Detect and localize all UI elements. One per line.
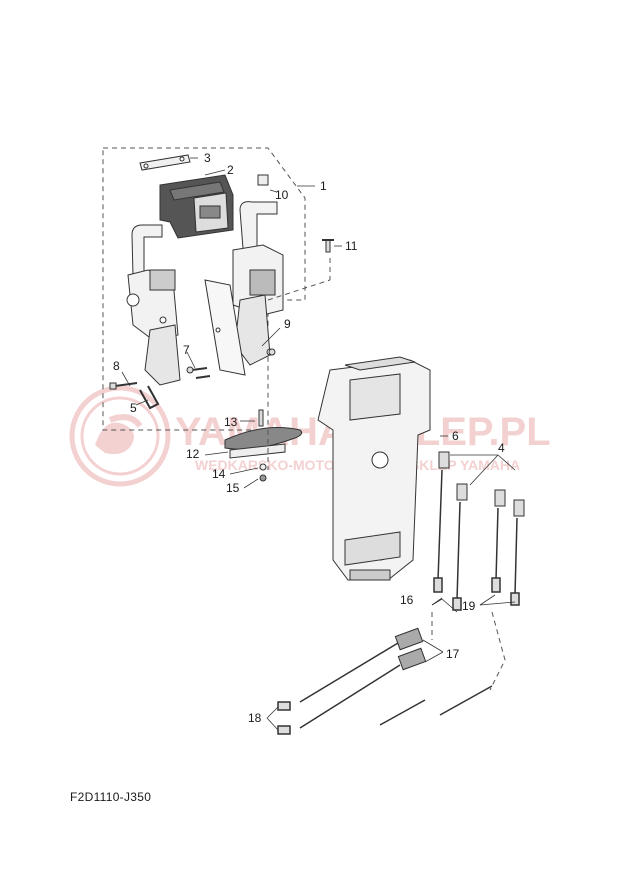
callout-16: 16 xyxy=(400,593,414,607)
callout-2: 2 xyxy=(227,163,234,177)
right-control-lever xyxy=(232,201,284,366)
callout-5: 5 xyxy=(130,401,137,415)
callout-19: 19 xyxy=(462,599,476,613)
callout-6: 6 xyxy=(452,429,459,443)
part-hook xyxy=(139,385,160,410)
watermark-logo xyxy=(69,385,171,487)
part-plate xyxy=(139,154,191,171)
left-control-lever xyxy=(126,224,181,386)
callout-14: 14 xyxy=(212,467,226,481)
callout-3: 3 xyxy=(204,151,211,165)
callout-7: 7 xyxy=(183,343,190,357)
part-cables xyxy=(277,642,493,735)
dashed-leaders xyxy=(267,258,506,691)
callout-1: 1 xyxy=(320,179,327,193)
part-cable-joints xyxy=(394,627,427,671)
part-small-square xyxy=(257,174,269,186)
watermark: YAMAHA-SKLEP.PL WĘDKARSKO-MOTOCYKLOWY SK… xyxy=(69,385,551,487)
part-cover xyxy=(159,174,234,239)
callout-18: 18 xyxy=(248,711,262,725)
callout-9: 9 xyxy=(284,317,291,331)
diagram-code: F2D1110-J350 xyxy=(70,790,152,804)
callout-15: 15 xyxy=(226,481,240,495)
callout-11: 11 xyxy=(345,239,358,253)
callout-13: 13 xyxy=(224,415,238,429)
callout-17: 17 xyxy=(446,647,460,661)
part-cable-ends xyxy=(438,451,525,517)
callout-10: 10 xyxy=(275,188,289,202)
screws xyxy=(109,239,334,390)
callout-12: 12 xyxy=(186,447,200,461)
callout-8: 8 xyxy=(113,359,120,373)
part-rods xyxy=(433,469,520,611)
part-friction-pad xyxy=(224,409,303,482)
callout-4: 4 xyxy=(498,441,505,455)
part-center-plate xyxy=(204,279,246,376)
part-housing xyxy=(317,356,431,581)
callout-leaders xyxy=(121,157,516,731)
group-boundary xyxy=(102,147,306,431)
